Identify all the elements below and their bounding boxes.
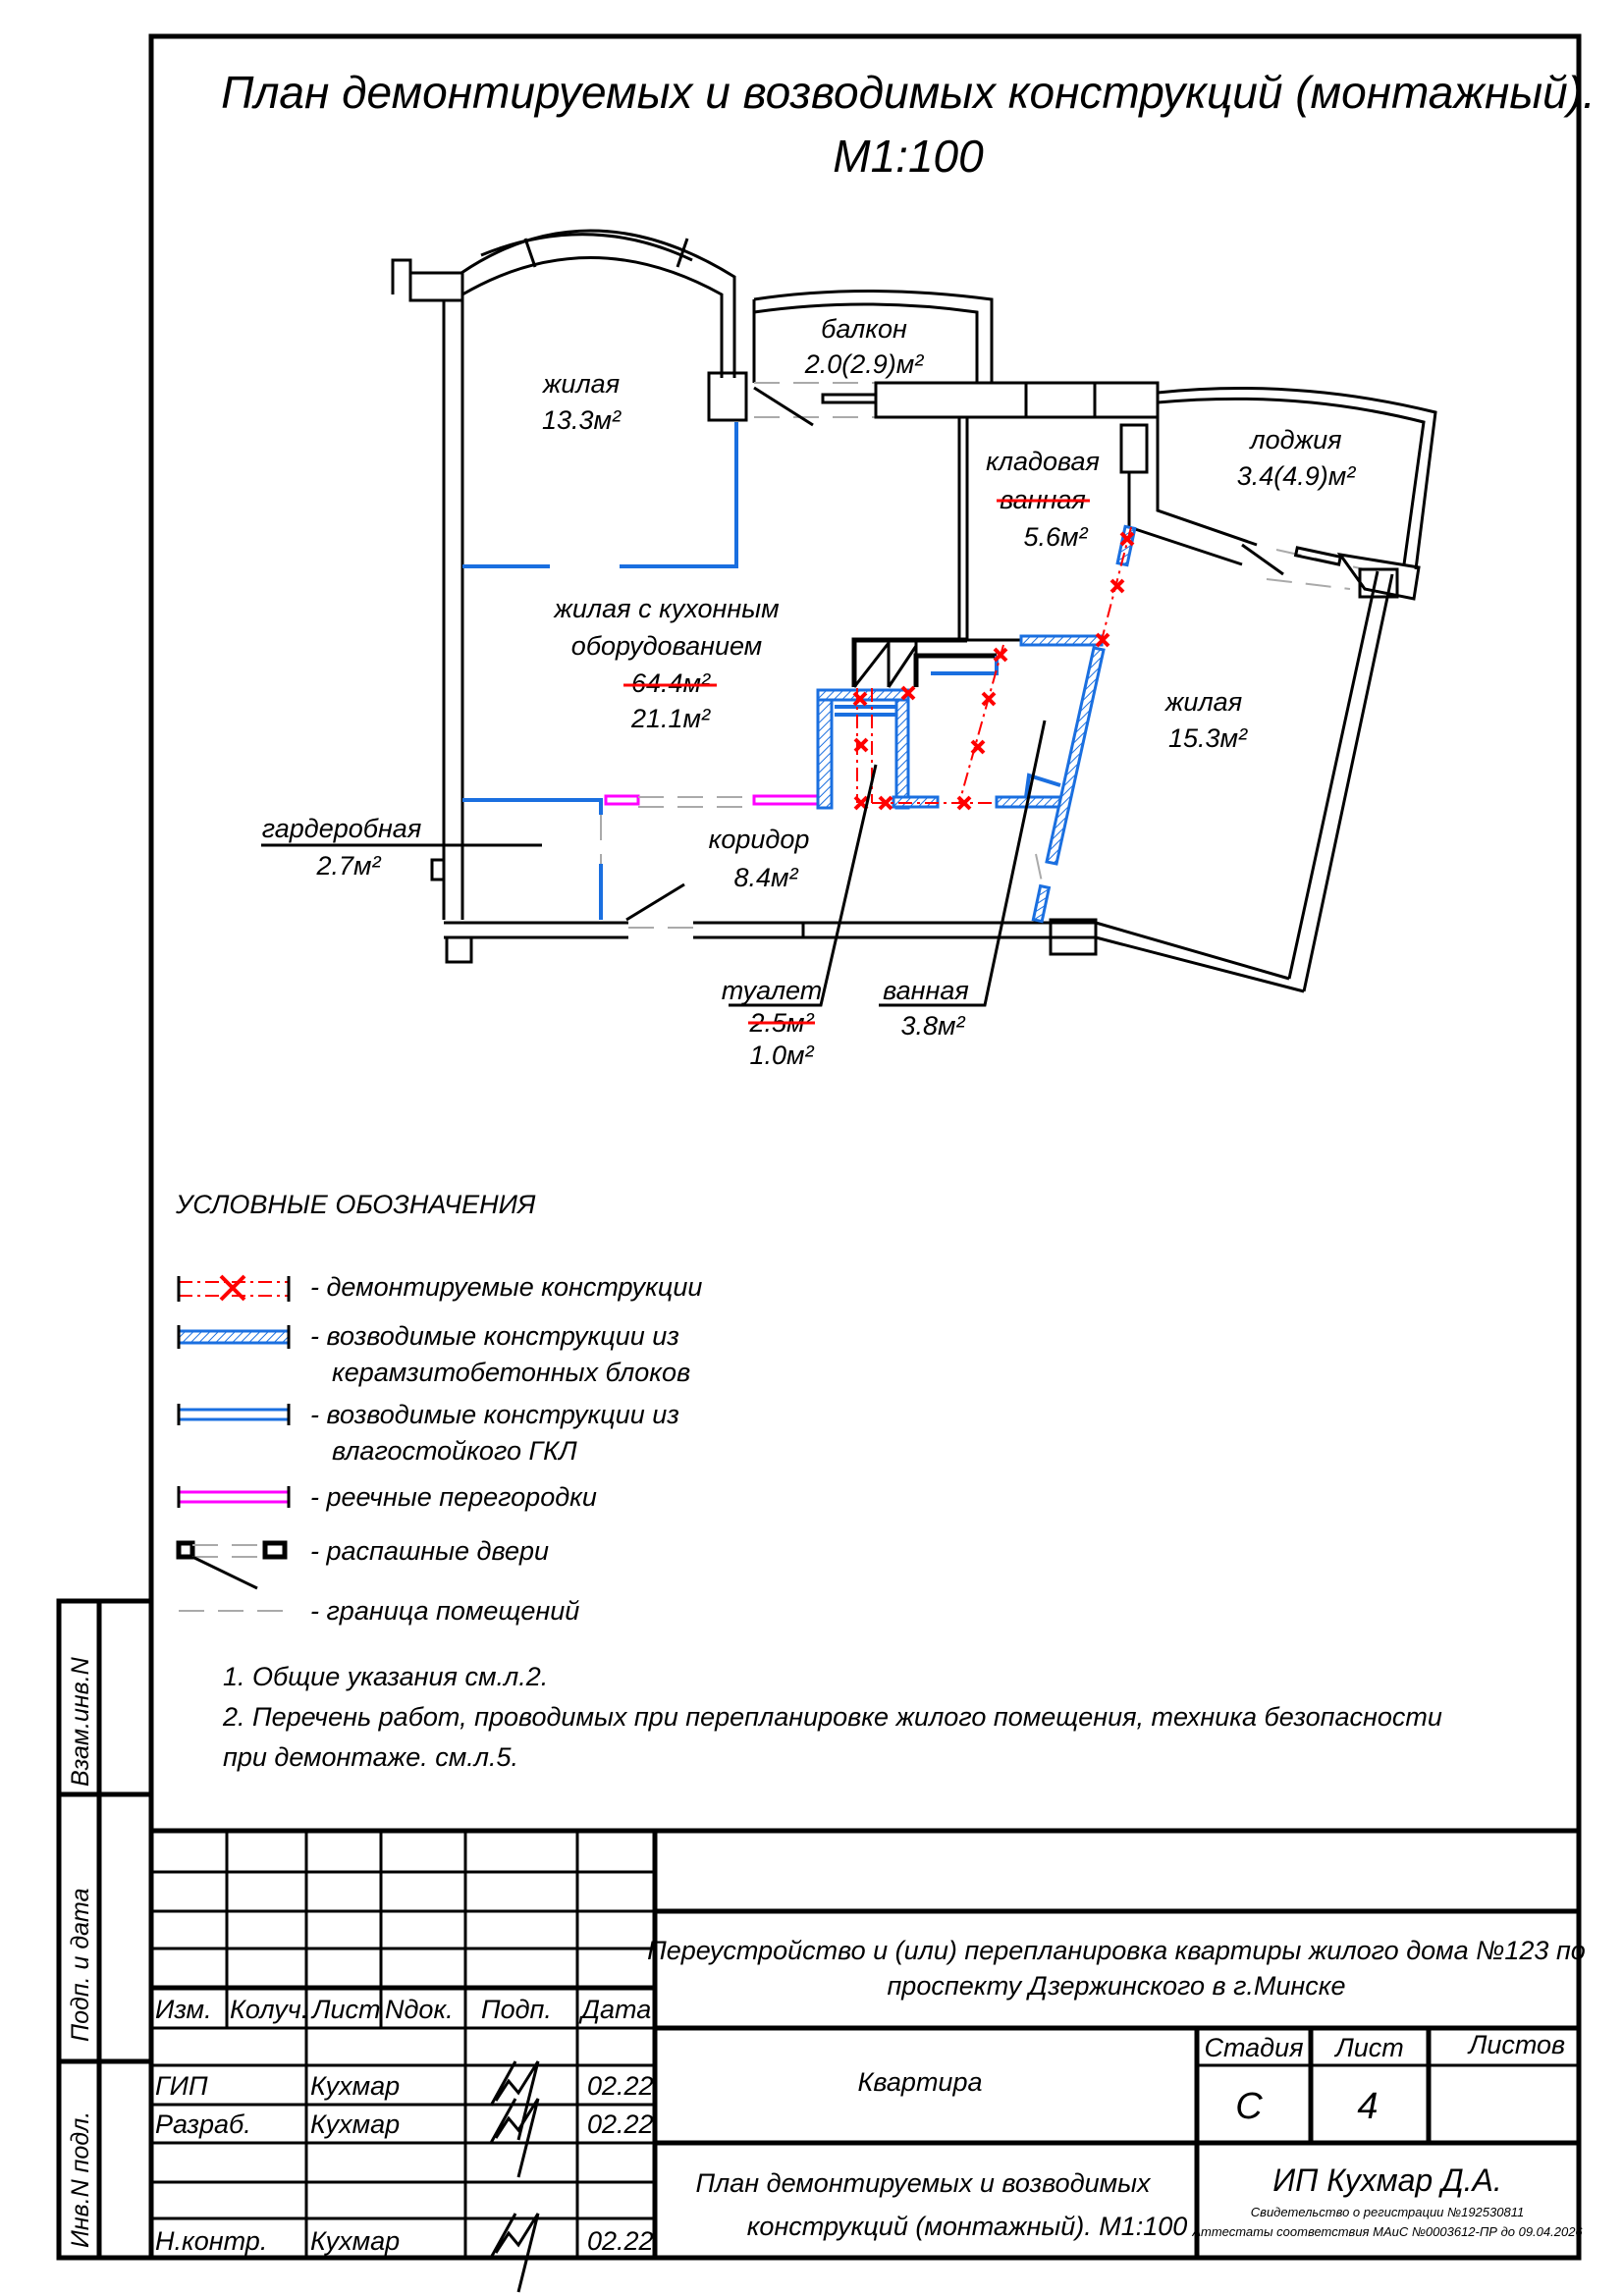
room-storage-area: 5.6м² — [1023, 522, 1088, 552]
sheets-label: Листов — [1467, 2030, 1565, 2059]
sheet-value: 4 — [1357, 2086, 1378, 2127]
room-storage-name: кладовая — [986, 447, 1100, 476]
room-bath-name: ванная — [883, 976, 969, 1005]
legend-block-label: - возводимые конструкции из — [310, 1321, 679, 1351]
col-header-change: Изм. — [155, 1995, 212, 2024]
side-stamp-replace: Взам.инв.N — [67, 1656, 94, 1787]
room-bath-area: 3.8м² — [900, 1011, 965, 1041]
room-loggia-name: лоджия — [1248, 425, 1341, 454]
legend-symbol-slat — [177, 1486, 291, 1508]
company-cert2: Аттестаты соответствия МАиС №0003612-ПР … — [1191, 2224, 1583, 2239]
legend-door-label: - распашные двери — [310, 1536, 549, 1566]
col-header-signature: Подп. — [481, 1995, 552, 2024]
room-toilet-name: туалет — [722, 976, 823, 1005]
date-developer: 02.22 — [587, 2109, 654, 2139]
drawing-name-line2: конструкций (монтажный). М1:100 — [747, 2212, 1188, 2241]
col-header-docno: Nдок. — [385, 1995, 454, 2024]
room-wardrobe-area: 2.7м² — [315, 851, 381, 881]
room-kitchen-area: 21.1м² — [630, 704, 711, 733]
room-kitchen-old-area: 64.4м² — [631, 668, 711, 698]
stage-label: Стадия — [1204, 2033, 1303, 2062]
legend-symbol-door — [176, 1540, 288, 1590]
floor-plan: жилая 13.3м² балкон 2.0(2.9)м² кладовая … — [261, 229, 1437, 1070]
name-norm-control: Кухмар — [310, 2226, 400, 2256]
legend-gkl-label: - возводимые конструкции из — [310, 1400, 679, 1429]
legend: УСЛОВНЫЕ ОБОЗНАЧЕНИЯ - демонтируемые кон… — [175, 1190, 702, 1626]
company-cert1: Свидетельство о регистрации №192530811 — [1251, 2205, 1524, 2219]
object-name: Квартира — [858, 2067, 983, 2097]
title-block: Изм. Колуч. Лист Nдок. Подп. Дата ГИП Ку… — [151, 1828, 1586, 2293]
sheet-frame — [148, 33, 1582, 2261]
demolition-marks — [852, 531, 1135, 811]
stage-value: С — [1235, 2086, 1263, 2127]
room-balcony-name: балкон — [821, 314, 907, 344]
legend-slat-label: - реечные перегородки — [310, 1482, 597, 1512]
legend-demolish-label: - демонтируемые конструкции — [310, 1272, 702, 1302]
legend-symbol-gkl — [177, 1404, 291, 1425]
signatures — [489, 2060, 540, 2293]
room-kitchen-name1: жилая с кухонным — [553, 594, 779, 623]
drawing-scale: М1:100 — [833, 131, 984, 182]
side-stamp-original-inv: Инв.N подл. — [67, 2111, 94, 2248]
side-stamp-signature-date: Подп. и дата — [67, 1888, 94, 2042]
role-chief-engineer: ГИП — [155, 2071, 208, 2101]
room-wardrobe-name: гардеробная — [262, 814, 422, 843]
sheet-label: Лист — [1333, 2033, 1404, 2062]
name-developer: Кухмар — [310, 2109, 400, 2139]
room-living2-area: 15.3м² — [1168, 723, 1248, 753]
legend-boundary-label: - граница помещений — [310, 1596, 579, 1626]
legend-symbol-block — [177, 1325, 291, 1349]
date-norm-control: 02.22 — [587, 2226, 654, 2256]
legend-gkl-label2: влагостойкого ГКЛ — [332, 1436, 577, 1466]
room-toilet-area: 1.0м² — [749, 1041, 814, 1070]
project-title-line2: проспекту Дзержинского в г.Минске — [887, 1971, 1345, 2001]
legend-heading: УСЛОВНЫЕ ОБОЗНАЧЕНИЯ — [175, 1190, 536, 1219]
side-stamp: Взам.инв.N Подп. и дата Инв.N подл. — [56, 1598, 154, 2261]
drawing-title: План демонтируемых и возводимых конструк… — [221, 67, 1596, 118]
note-2: 2. Перечень работ, проводимых при перепл… — [222, 1702, 1442, 1732]
room-balcony-area: 2.0(2.9)м² — [804, 349, 925, 379]
room-living1-name: жилая — [542, 369, 620, 399]
room-loggia-area: 3.4(4.9)м² — [1237, 461, 1357, 491]
company-name: ИП Кухмар Д.А. — [1272, 2163, 1502, 2198]
project-title-line1: Переустройство и (или) перепланировка кв… — [647, 1936, 1586, 1965]
note-1: 1. Общие указания см.л.2. — [223, 1662, 548, 1691]
room-kitchen-name2: оборудованием — [571, 631, 762, 661]
room-corridor-name: коридор — [709, 825, 810, 854]
role-developer: Разраб. — [155, 2109, 251, 2139]
room-living1-area: 13.3м² — [542, 405, 622, 435]
col-header-sheet: Лист — [310, 1995, 381, 2024]
col-header-count: Колуч. — [230, 1995, 308, 2024]
date-chief-engineer: 02.22 — [587, 2071, 654, 2101]
col-header-date: Дата — [578, 1995, 651, 2024]
name-chief-engineer: Кухмар — [310, 2071, 400, 2101]
room-corridor-area: 8.4м² — [733, 863, 798, 892]
legend-symbol-demolish — [177, 1274, 291, 1302]
note-2-cont: при демонтаже. см.л.5. — [223, 1742, 518, 1772]
drawing-name-line1: План демонтируемых и возводимых — [695, 2168, 1152, 2198]
room-living2-name: жилая — [1164, 687, 1242, 717]
role-norm-control: Н.контр. — [155, 2226, 267, 2256]
legend-block-label2: керамзитобетонных блоков — [332, 1358, 690, 1387]
